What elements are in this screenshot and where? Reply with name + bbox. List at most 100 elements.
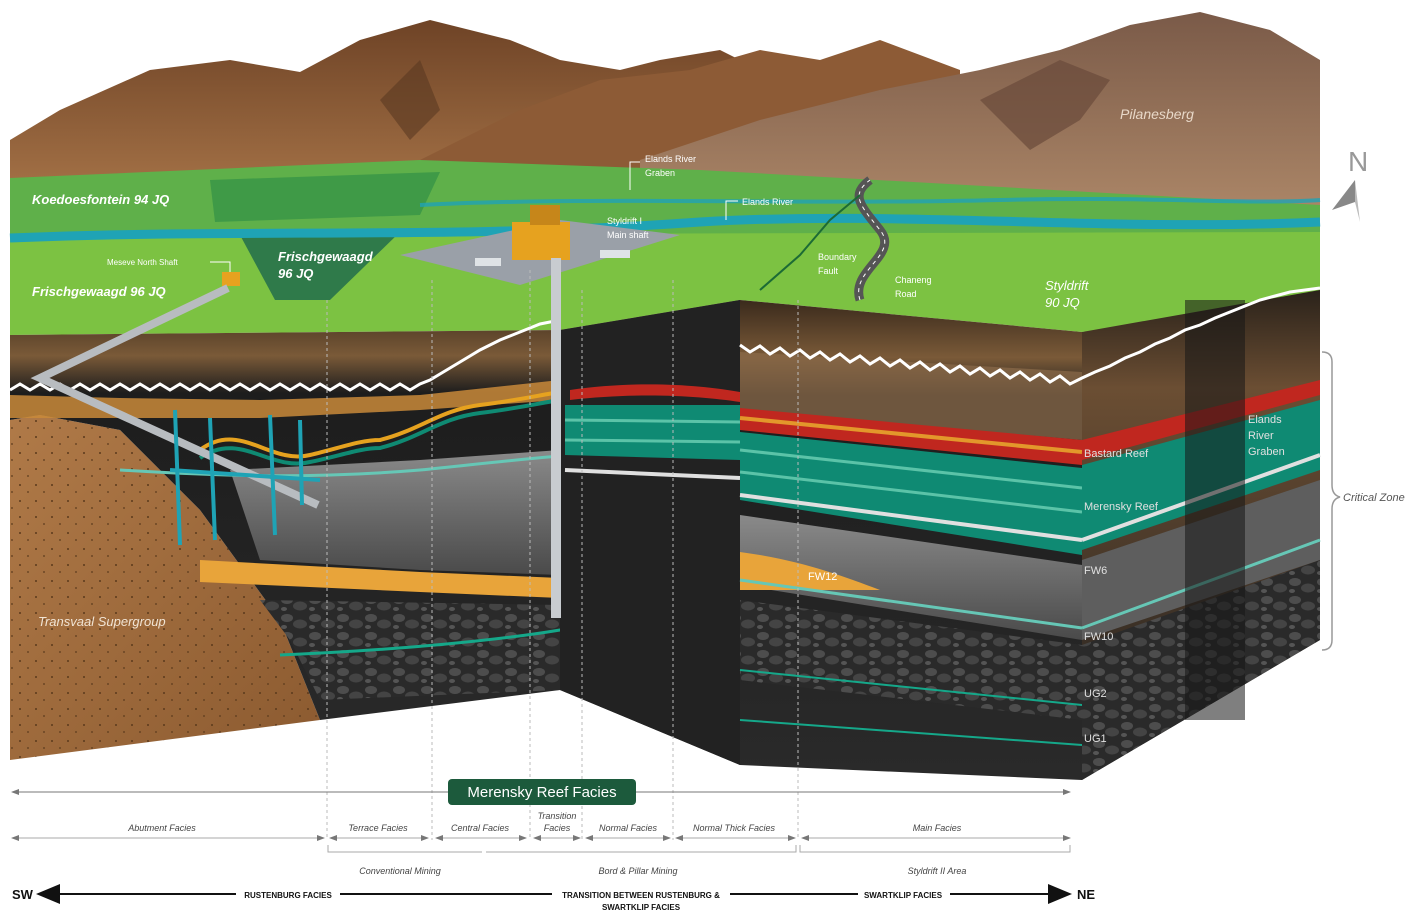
graben-slice — [1185, 300, 1245, 720]
right-orange-stripe — [739, 416, 1083, 454]
right-ug1-line — [739, 719, 1083, 746]
callout-graben-leader — [629, 161, 640, 190]
label-styldrift-farm-1: Styldrift — [1045, 278, 1090, 293]
right-teal-stripe-2 — [739, 470, 1083, 514]
mountain-shadow — [980, 60, 1110, 150]
facies-normal: Normal Facies — [599, 823, 658, 833]
dark-farm-patch — [240, 232, 400, 300]
direction-swartklip: SWARTKLIP FACIES — [864, 891, 943, 900]
label-transvaal: Transvaal Supergroup — [38, 614, 166, 629]
callout-graben-side-2: River — [1248, 430, 1274, 442]
north-label: N — [1348, 146, 1368, 177]
elands-river — [9, 213, 1321, 243]
middle-white-band — [564, 468, 741, 480]
elands-river-top — [419, 196, 1321, 207]
stratum-fw10: FW10 — [1084, 631, 1113, 643]
middle-panel — [560, 300, 740, 765]
right-ug2-line — [739, 669, 1083, 706]
road-markings — [858, 179, 886, 301]
right-teal-stripe-1 — [739, 448, 1083, 490]
callout-graben-side-1: Elands — [1248, 414, 1282, 426]
facies-legend: Merensky Reef Facies Abutment Facies Ter… — [11, 779, 1095, 912]
facies-transition-1: Transition — [538, 811, 577, 821]
direction-transition-1: TRANSITION BETWEEN RUSTENBURG & — [562, 891, 720, 900]
facies-main: Main Facies — [913, 823, 962, 833]
stratum-ug2: UG2 — [1084, 688, 1107, 700]
surface — [9, 160, 1321, 335]
direction-ne: NE — [1077, 887, 1095, 902]
callout-meseve-shaft: Meseve North Shaft — [107, 258, 178, 267]
callout-styldrift-shaft-1: Styldrift I — [607, 216, 642, 226]
callout-chaneng-2: Road — [895, 289, 917, 299]
unconformity-zigzag-left — [9, 318, 561, 392]
unconformity-zigzag-right — [739, 286, 1321, 386]
right-grey-zone — [740, 515, 1082, 640]
styldrift-headgear — [512, 222, 570, 260]
facies-banner — [448, 779, 636, 805]
critical-zone-bracket — [1321, 351, 1341, 651]
direction-sw: SW — [12, 887, 34, 902]
facies-transition-2: Facies — [544, 823, 571, 833]
right-white-band — [739, 493, 1083, 542]
mining-conventional: Conventional Mining — [359, 866, 441, 876]
middle-teal-stripe-2 — [564, 438, 741, 444]
label-frischgewaagd-a: Frischgewaagd — [278, 249, 374, 264]
label-frischgewaagd-a2: 96 JQ — [278, 266, 313, 281]
middle-red-band — [570, 384, 740, 402]
right-pebbles — [740, 600, 1082, 720]
right-yellow-band — [740, 552, 880, 590]
label-styldrift-farm-2: 90 JQ — [1045, 295, 1080, 310]
right-orange-top — [740, 352, 1082, 440]
main-shaft — [551, 258, 561, 618]
stratum-ug1: UG1 — [1084, 733, 1107, 745]
callout-graben-side-3: Graben — [1248, 446, 1285, 458]
mountains — [10, 12, 1320, 230]
meseve-shaft-building — [222, 272, 240, 286]
direction-transition-2: SWARTKLIP FACIES — [602, 903, 681, 912]
facies-central: Central Facies — [451, 823, 510, 833]
headgear-tower — [530, 205, 560, 225]
callout-boundary-2: Fault — [818, 266, 839, 276]
callout-styldrift-shaft-2: Main shaft — [607, 230, 649, 240]
merensky-reef-teal — [198, 398, 561, 466]
label-frischgewaagd-b: Frischgewaagd 96 JQ — [32, 284, 166, 299]
boundary-fault-line — [759, 194, 861, 291]
label-critical-zone: Critical Zone — [1343, 492, 1405, 504]
mining-brackets — [327, 845, 1071, 853]
north-arrow: N — [1332, 146, 1368, 222]
cross-section — [9, 258, 1321, 840]
callout-graben-2: Graben — [645, 168, 675, 178]
label-koedoesfontein: Koedoesfontein 94 JQ — [32, 192, 169, 207]
callout-graben-1: Elands River — [645, 154, 696, 164]
facies-abutment: Abutment Facies — [127, 823, 196, 833]
facies-normal-thick: Normal Thick Facies — [693, 823, 776, 833]
right-fw10-line — [739, 578, 1083, 630]
stratum-merensky-reef: Merensky Reef — [1084, 501, 1159, 513]
callout-elands-river: Elands River — [742, 197, 793, 207]
mountain-right — [640, 12, 1320, 230]
facies-terrace: Terrace Facies — [348, 823, 408, 833]
mountain-ridge — [380, 60, 440, 140]
callout-boundary-1: Boundary — [818, 252, 857, 262]
middle-teal-bands — [565, 405, 740, 460]
callout-river-leader — [725, 200, 738, 220]
middle-teal-stripe — [564, 418, 741, 424]
decline-tunnel — [30, 284, 320, 509]
pad-building — [600, 250, 630, 258]
stratum-fw12: FW12 — [808, 571, 837, 583]
north-arrow-icon — [1332, 180, 1355, 210]
direction-rustenburg: RUSTENBURG FACIES — [244, 891, 332, 900]
pad-building-2 — [475, 258, 501, 266]
label-pilanesberg: Pilanesberg — [1120, 106, 1194, 122]
mining-bord-pillar: Bord & Pillar Mining — [598, 866, 677, 876]
facies-banner-label: Merensky Reef Facies — [467, 784, 616, 801]
mining-styldrift-ii: Styldrift II Area — [908, 866, 967, 876]
callout-meseve-leader — [210, 261, 231, 272]
callout-chaneng-1: Chaneng — [895, 275, 932, 285]
stratum-bastard-reef: Bastard Reef — [1084, 448, 1149, 460]
transvaal-texture — [10, 415, 320, 760]
merensky-reef-left — [198, 390, 561, 459]
blue-development — [169, 409, 321, 546]
dark-farm-patch-2 — [210, 172, 440, 222]
facies-dividers — [326, 270, 799, 840]
